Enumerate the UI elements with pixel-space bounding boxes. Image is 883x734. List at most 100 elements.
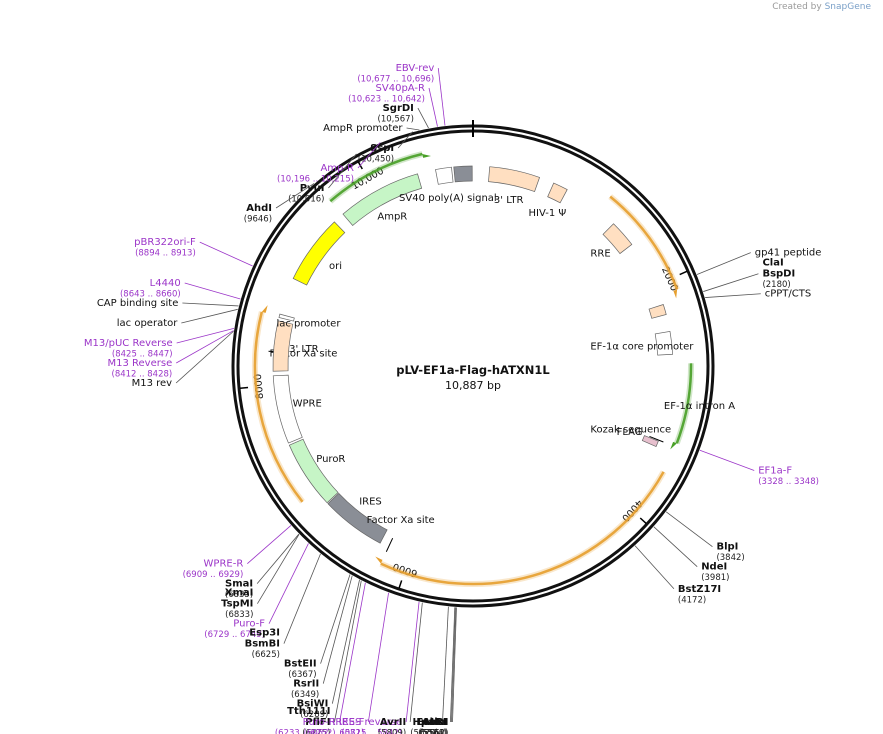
- feature-label: EF-1α core promoter: [590, 341, 694, 352]
- site-m13puc: M13/pUC Reverse(8425 .. 8447): [84, 327, 235, 359]
- site-coord: (6349): [291, 690, 319, 700]
- site-leader: [176, 330, 234, 364]
- site-leader: [256, 533, 300, 584]
- feature-label: PuroR: [316, 454, 345, 465]
- site-name-2: XmaI: [225, 588, 254, 599]
- site-name: Amp-R: [320, 163, 354, 174]
- site-leader: [268, 543, 309, 624]
- site-coord: (6289): [300, 710, 328, 720]
- feature-label: SV40 poly(A) signal: [399, 193, 497, 204]
- feature-gray-top: [453, 165, 473, 183]
- feature-ef1a-intron: EF-1α intron A: [664, 363, 735, 450]
- site-bspdi: BspDI(2180)ClaI: [703, 258, 795, 292]
- feature-wpre: WPRE: [272, 374, 322, 444]
- tick-mark: [679, 270, 688, 276]
- site-leader: [409, 602, 423, 723]
- site-leader: [175, 330, 234, 384]
- site-m13-reverse: M13 Reverse(8412 .. 8428): [108, 330, 234, 379]
- site-ampr-promoter: AmpR promoter: [323, 123, 420, 134]
- feature-label: WPRE: [293, 398, 322, 409]
- site-coord: (6729 .. 6749): [204, 630, 265, 640]
- site-name: TspMI: [221, 599, 253, 610]
- feature-psi-box: HIV-1 Ψ: [529, 182, 568, 219]
- feature-box: [547, 182, 568, 204]
- site-wpre-r: WPRE-R(6909 .. 6929): [183, 525, 292, 580]
- feature-label: 3' LTR: [289, 344, 319, 355]
- site-tspmi: TspMI(6833) XmaI: [221, 534, 300, 620]
- feature-label: IRES: [359, 497, 382, 508]
- feature-label: ori: [329, 261, 342, 272]
- site-leader: [451, 607, 457, 723]
- site-name: BspDI: [762, 269, 795, 280]
- site-name: PvuI: [300, 183, 325, 194]
- site-sspi: SspI(10,450): [358, 131, 413, 165]
- arrow-head: [375, 556, 383, 564]
- site-name: HpaI: [412, 717, 438, 728]
- site-puro-r: Puro-R(6233 .. 6252): [275, 582, 366, 734]
- site-coord: (6052 .. 6071): [304, 729, 365, 734]
- site-pflfi: PflFI(6275)Tth111I: [287, 580, 362, 734]
- site-name: AvrII: [380, 717, 406, 728]
- site-coord: (10,623 .. 10,642): [348, 95, 425, 105]
- site-leader: [703, 273, 759, 292]
- site-name: EF1a-F: [758, 465, 792, 476]
- feature-label: RRE: [590, 249, 610, 260]
- site-coord: (5568): [419, 729, 447, 734]
- site-rsrii: RsrII(6349): [291, 575, 353, 700]
- site-leader: [322, 575, 353, 684]
- site-leader: [428, 87, 438, 127]
- site-coord: (6909 .. 6929): [183, 570, 244, 580]
- site-name: BstEII: [284, 659, 317, 670]
- feature-ori: ori: [292, 221, 346, 286]
- site-sgrdi: SgrDI(10,567): [378, 103, 429, 129]
- site-ef1a-f: EF1a-F(3328 .. 3348): [699, 449, 819, 487]
- site-name: CAP binding site: [97, 298, 179, 309]
- site-name: BlpI: [716, 542, 738, 553]
- site-ndei: NdeI(3981): [653, 526, 729, 583]
- site-leader: [452, 607, 457, 723]
- site-name: BsmBI: [245, 639, 280, 650]
- arrow-head: [670, 441, 677, 450]
- site-name: BsiWI: [297, 699, 329, 710]
- features-layer: 3' LTR HIV-1 Ψ RRE EF-1α core promoterEF-1α…: [252, 151, 735, 588]
- feature-arrow-line: [380, 471, 665, 586]
- feature-flag: FLAG: [617, 427, 659, 448]
- feature-box: [654, 330, 674, 356]
- site-name: SgrDI: [383, 103, 414, 114]
- site-name: IRES-F: [332, 717, 364, 728]
- labels-layer: gp41 peptideBspDI(2180)ClaIcPPT/CTSEF1a-…: [84, 63, 821, 734]
- site-coord: (6833): [225, 610, 253, 620]
- site-leader: [334, 580, 362, 723]
- site-avrii: AvrII(5809): [378, 602, 423, 734]
- credit-prefix: Created by: [772, 2, 822, 12]
- site-bsmbi: BsmBI(6625)Esp3I: [245, 553, 321, 660]
- site-name: SspI: [370, 143, 394, 154]
- feature-ltr3-left: 3' LTR: [272, 320, 319, 372]
- feature-label: HIV-1 Ψ: [529, 208, 567, 219]
- site-coord: (8425 .. 8447): [112, 349, 173, 359]
- site-name: EBV-rev: [396, 63, 435, 74]
- site-hpai: HpaI(5620): [410, 606, 449, 734]
- site-amp-r: Amp-R(10,196 .. 10,215): [277, 142, 381, 185]
- feature-arrow-glow: [379, 470, 667, 588]
- site-coord: (5825 .. 5842): [341, 729, 402, 734]
- site-smai: SmaI(6835): [225, 533, 300, 600]
- site-coord: (6835): [225, 590, 253, 600]
- site-coord: (10,196 .. 10,215): [277, 175, 354, 185]
- site-ires-f: IRES-F(6052 .. 6071): [304, 592, 389, 734]
- site-name: IRES reverse: [339, 717, 402, 728]
- site-leader: [705, 293, 761, 298]
- feature-label: lac promoter: [276, 318, 341, 329]
- site-absi: AbsI(5574): [418, 607, 456, 734]
- plasmid-name: pLV-EF1a-Flag-hATXN1L: [396, 363, 550, 377]
- site-coord: (8643 .. 8660): [120, 289, 181, 299]
- feature-label: 3' LTR: [494, 195, 524, 206]
- feature-box: [327, 492, 388, 544]
- feature-box: [453, 165, 473, 183]
- site-name: WPRE-R: [204, 559, 244, 570]
- feature-cds-orange: [375, 470, 667, 588]
- site-coord: (10,450): [358, 155, 394, 165]
- tick-mark: [398, 580, 403, 589]
- site-coord: (2180): [762, 280, 790, 290]
- site-leader: [339, 582, 366, 723]
